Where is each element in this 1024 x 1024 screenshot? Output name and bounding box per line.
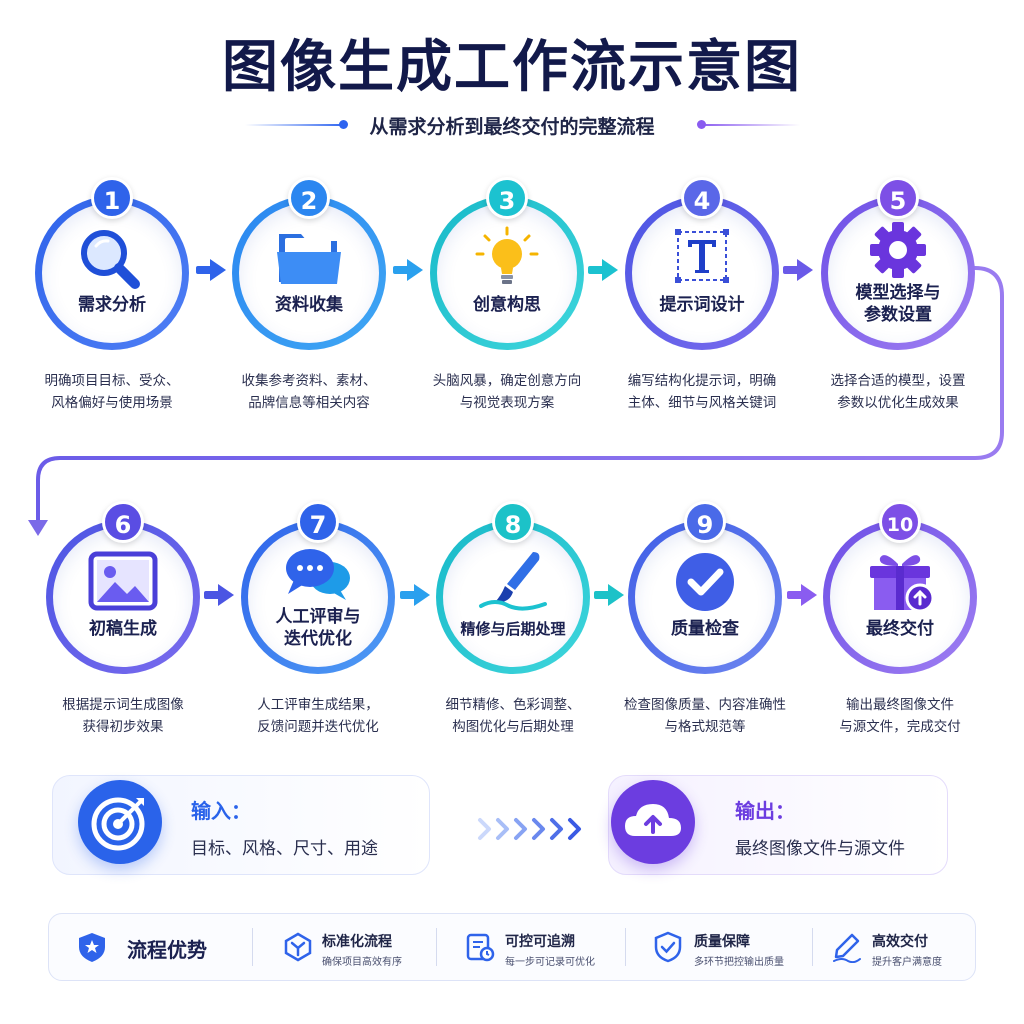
step-number-badge: 1 <box>91 177 133 219</box>
text-box-icon <box>675 229 729 283</box>
step-title: 创意构思 <box>473 295 541 315</box>
subtitle-line-right <box>700 124 800 126</box>
advantage-subtitle: 多环节把控输出质量 <box>694 957 784 968</box>
subtitle-row: 从需求分析到最终交付的完整流程 <box>0 110 1024 138</box>
advantage-subtitle: 确保项目高效有序 <box>322 957 402 968</box>
divider <box>252 928 253 966</box>
step-6: 6 初稿生成 <box>46 501 200 674</box>
advantage-title: 标准化流程 <box>322 934 392 950</box>
step-title: 人工评审与 迭代优化 <box>275 607 361 649</box>
step-title: 模型选择与 参数设置 <box>855 283 941 325</box>
lightbulb-icon <box>475 226 539 284</box>
cloud-upload-icon <box>625 804 681 836</box>
shield-check-icon <box>654 931 682 963</box>
chat-icon <box>286 549 350 600</box>
step-9-description: 检查图像质量、内容准确性 与格式规范等 <box>624 697 786 735</box>
advantage-title: 高效交付 <box>872 934 928 950</box>
step-number-badge: 4 <box>681 177 723 219</box>
arrow-7-8 <box>400 584 430 606</box>
step-title: 质量检查 <box>671 619 739 639</box>
arrow-9-10 <box>787 584 817 606</box>
subtitle-dot-left <box>339 120 348 129</box>
step-number-badge: 2 <box>288 177 330 219</box>
step-9: 9 质量检查 <box>628 501 782 674</box>
step-number-badge: 10 <box>879 501 921 543</box>
brush-icon <box>479 552 547 611</box>
step-number-badge: 3 <box>486 177 528 219</box>
step-number-badge: 8 <box>492 501 534 543</box>
divider <box>625 928 626 966</box>
output-label: 输出： <box>735 799 795 823</box>
advantage-title: 可控可追溯 <box>505 934 575 950</box>
step-2-description: 收集参考资料、素材、 品牌信息等相关内容 <box>241 373 377 411</box>
step-4-description: 编写结构化提示词，明确 主体、细节与风格关键词 <box>627 373 777 411</box>
step-title: 提示词设计 <box>659 295 745 315</box>
advantages-title: 流程优势 <box>127 938 207 962</box>
advantage-title: 质量保障 <box>694 934 750 950</box>
step-8: 8 精修与后期处理 <box>436 501 590 674</box>
gear-icon <box>870 222 926 278</box>
step-number-badge: 7 <box>297 501 339 543</box>
step-3: 3 创意构思 <box>430 177 584 350</box>
step-5-description: 选择合适的模型，设置 参数以优化生成效果 <box>830 373 966 411</box>
checkmark-icon <box>676 553 734 611</box>
step-title: 初稿生成 <box>89 619 157 639</box>
divider <box>436 928 437 966</box>
return-path <box>36 266 1004 527</box>
step-title: 精修与后期处理 <box>460 620 566 638</box>
step-title: 资料收集 <box>275 295 343 315</box>
step-1: 1 需求分析 <box>35 177 189 350</box>
step-7: 7 人工评审与 迭代优化 <box>241 501 395 674</box>
gift-icon <box>870 555 935 613</box>
step-10-description: 输出最终图像文件 与源文件，完成交付 <box>839 697 961 735</box>
chevrons-icon <box>478 818 581 840</box>
step-8-description: 细节精修、色彩调整、 构图优化与后期处理 <box>445 697 581 735</box>
arrow-3-4 <box>588 259 618 281</box>
input-text: 目标、风格、尺寸、用途 <box>191 839 378 859</box>
step-6-description: 根据提示词生成图像 获得初步效果 <box>62 697 184 735</box>
target-icon <box>91 797 145 851</box>
document-trace-icon <box>466 933 495 962</box>
step-3-description: 头脑风暴，确定创意方向 与视觉表现方案 <box>432 373 582 411</box>
magnifier-icon <box>81 230 140 289</box>
return-arrowhead <box>28 520 48 536</box>
advantages-bar <box>48 913 976 981</box>
advantage-subtitle: 每一步可记录可优化 <box>505 957 595 968</box>
arrow-2-3 <box>393 259 423 281</box>
step-number-badge: 6 <box>102 501 144 543</box>
step-number-badge: 9 <box>684 501 726 543</box>
step-10: 10 最终交付 <box>823 501 977 674</box>
divider <box>812 928 813 966</box>
arrow-1-2 <box>196 259 226 281</box>
arrow-8-9 <box>594 584 624 606</box>
arrow-6-7 <box>204 584 234 606</box>
subtitle-line-left <box>245 124 345 126</box>
arrow-4-5 <box>783 259 813 281</box>
output-badge <box>611 780 695 864</box>
input-label: 输入： <box>191 799 251 823</box>
shield-star-icon <box>79 933 105 962</box>
step-7-description: 人工评审生成结果， 反馈问题并迭代优化 <box>257 697 379 735</box>
image-icon <box>88 551 158 611</box>
subtitle: 从需求分析到最终交付的完整流程 <box>369 116 655 138</box>
step-1-description: 明确项目目标、受众、 风格偏好与使用场景 <box>44 373 180 411</box>
step-title: 需求分析 <box>78 295 146 315</box>
step-number-badge: 5 <box>877 177 919 219</box>
page-title: 图像生成工作流示意图 <box>222 35 802 100</box>
step-4: 4 提示词设计 <box>625 177 779 350</box>
step-title: 最终交付 <box>866 619 934 639</box>
advantage-subtitle: 提升客户满意度 <box>872 957 942 968</box>
step-2: 2 资料收集 <box>232 177 386 350</box>
output-text: 最终图像文件与源文件 <box>735 839 905 859</box>
folder-icon <box>277 234 341 284</box>
pen-sign-icon <box>833 933 861 963</box>
step-5: 5 模型选择与 参数设置 <box>821 177 975 350</box>
hexagon-nodes-icon <box>284 932 312 962</box>
input-badge <box>78 780 162 864</box>
